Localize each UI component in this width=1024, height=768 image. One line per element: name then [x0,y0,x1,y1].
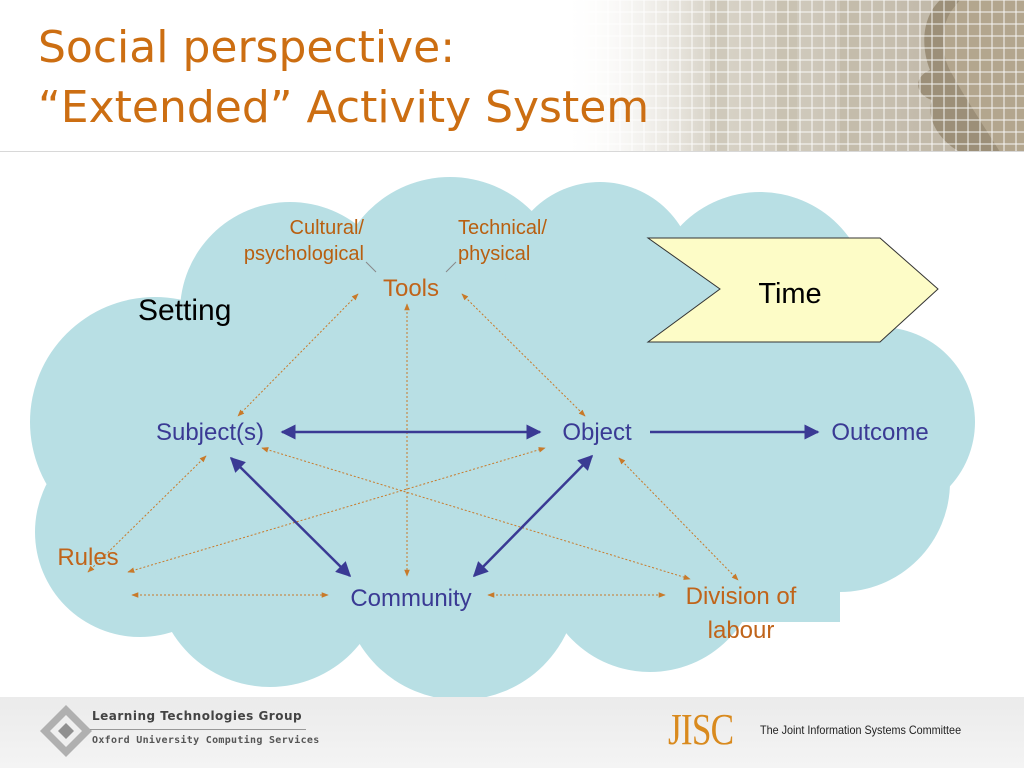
cultural-label-1: Cultural/ [290,217,365,239]
tools-label: Tools [383,275,439,302]
link-subject-community [229,456,352,578]
footer: Learning Technologies Group Oxford Unive… [0,697,1024,768]
division-label-2: labour [708,617,775,644]
technical-label-1: Technical/ [458,217,547,239]
tools-label-connectors [365,261,457,273]
activity-system-diagram: Setting Time Cultural/ psychological Tec… [30,177,975,697]
ltg-divider [90,729,306,730]
division-label-1: Division of [686,583,797,610]
object-label: Object [562,419,632,446]
ltg-subtitle: Oxford University Computing Services [92,735,320,746]
slide-title: Social perspective: “Extended” Activity … [38,18,649,138]
technical-label-2: physical [458,243,530,265]
header-divider [0,151,1024,152]
header-statue-grid-image [560,0,1024,152]
link-subject-rules [87,455,207,573]
jisc-full-name: The Joint Information Systems Committee [760,723,962,737]
link-object-community [472,454,594,578]
header: Social perspective: “Extended” Activity … [0,0,1024,152]
title-line-2: “Extended” Activity System [38,82,650,133]
ltg-diamond-logo-icon [40,705,92,757]
subject-label: Subject(s) [156,419,264,446]
outcome-label: Outcome [831,419,928,446]
time-label: Time [758,278,821,310]
ltg-name: Learning Technologies Group [92,709,303,723]
primary-links [229,424,820,578]
link-subject-division [261,447,691,580]
link-tools-object [461,293,586,417]
cultural-label-2: psychological [244,243,364,265]
jisc-logo: JISC [668,705,734,754]
community-label: Community [350,585,471,612]
time-arrow-box [646,237,939,343]
setting-label: Setting [138,294,231,327]
title-line-1: Social perspective: [38,22,456,73]
link-tools-subject [237,293,359,417]
labels: Setting Time Cultural/ psychological Tec… [57,217,928,644]
rules-label: Rules [57,544,118,571]
